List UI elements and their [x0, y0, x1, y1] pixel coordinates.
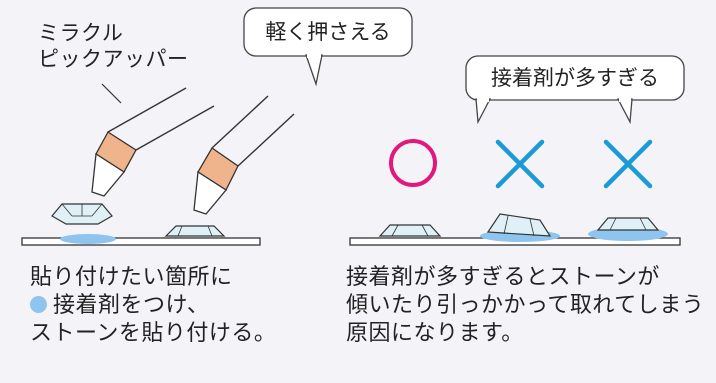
- right-caption-line3: 原因になります。: [346, 321, 524, 346]
- too-much-bubble-text: 接着剤が多すぎる: [491, 66, 659, 90]
- raised-stone: [596, 217, 660, 231]
- tool-label-line1: ミラクル: [38, 21, 124, 45]
- stone-placed: [164, 225, 226, 237]
- bad-cross-mark-1: [495, 139, 545, 189]
- stone-held: [51, 203, 113, 225]
- press-bubble-text: 軽く押さえる: [265, 20, 391, 44]
- glue-spot: [60, 234, 116, 244]
- tilted-stone: [486, 213, 552, 237]
- left-caption-line1: 貼り付けたい箇所に: [30, 265, 233, 290]
- left-caption: 貼り付けたい箇所に 接着剤をつけ、 ストーンを貼り付ける。: [30, 264, 276, 348]
- glue-dot-icon: [30, 296, 47, 313]
- bad-cross-mark-2: [603, 139, 653, 189]
- pickup-tool-1: [91, 83, 215, 197]
- tool-label-line2: ピックアッパー: [38, 47, 189, 71]
- right-caption-line2: 傾いたり引っかかって取れてしまう: [346, 293, 705, 318]
- press-bubble: [243, 7, 413, 87]
- right-caption-line1: 接着剤が多すぎるとストーンが: [346, 265, 660, 290]
- good-circle-mark: [389, 139, 437, 187]
- good-stone: [378, 224, 442, 237]
- too-much-bubble: [465, 55, 685, 125]
- right-caption: 接着剤が多すぎるとストーンが 傾いたり引っかかって取れてしまう 原因になります。: [346, 264, 704, 348]
- left-caption-line2: 接着剤をつけ、: [30, 292, 276, 320]
- pickup-tool-2: [193, 95, 295, 215]
- left-caption-line3: ストーンを貼り付ける。: [30, 321, 277, 346]
- left-base-plate: [21, 237, 261, 246]
- tool-label: ミラクル ピックアッパー: [38, 20, 189, 72]
